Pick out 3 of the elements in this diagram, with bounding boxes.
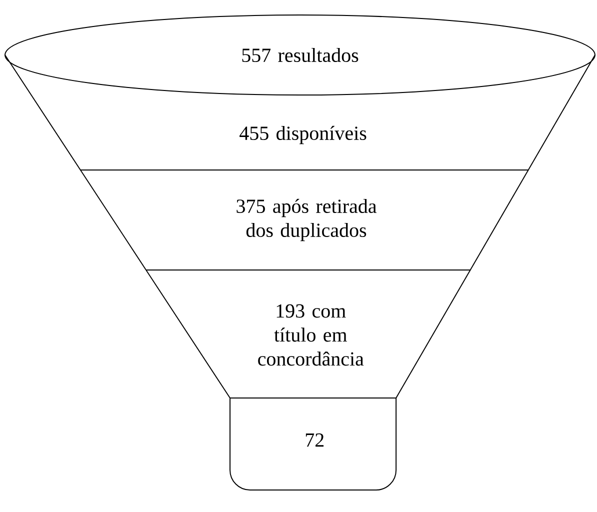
funnel-band: 375 após retirada dos duplicados bbox=[80, 170, 529, 270]
funnel-spout: 72 bbox=[230, 398, 397, 490]
funnel-band: 193 com título em concordância bbox=[146, 270, 471, 398]
